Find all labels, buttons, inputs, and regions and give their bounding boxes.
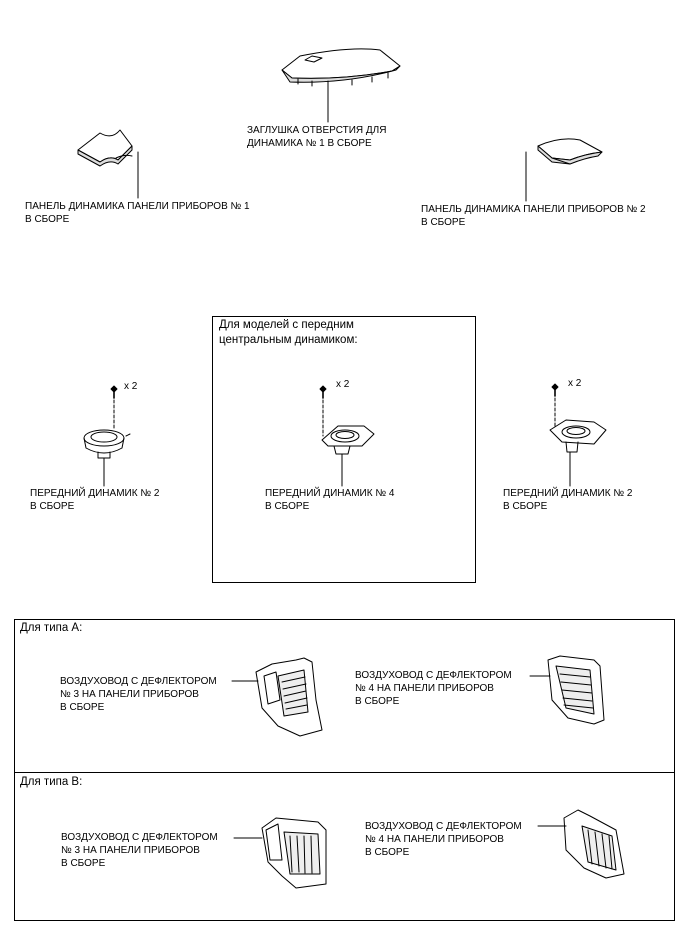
speaker-panel-1-drawing [77,129,133,167]
center-speaker-box-header: Для моделей с передним центральным динам… [219,319,358,346]
type-a-vent-3-drawing [255,657,323,737]
center-speaker-frame [212,316,476,583]
type-a-vent-3-label: ВОЗДУХОВОД С ДЕФЛЕКТОРОМ № 3 НА ПАНЕЛИ П… [60,676,217,713]
type-b-vent-3-label: ВОЗДУХОВОД С ДЕФЛЕКТОРОМ № 3 НА ПАНЕЛИ П… [61,832,218,869]
type-b-vent-4-label: ВОЗДУХОВОД С ДЕФЛЕКТОРОМ № 4 НА ПАНЕЛИ П… [365,821,522,858]
type-b-vent-3-drawing [261,817,327,889]
right-speaker-drawing [549,383,607,453]
speaker-hole-cover-drawing [281,48,401,93]
right-screw-quantity: x 2 [568,378,582,389]
type-a-vent-4-label: ВОЗДУХОВОД С ДЕФЛЕКТОРОМ № 4 НА ПАНЕЛИ П… [355,670,512,707]
right-speaker-label: ПЕРЕДНИЙ ДИНАМИК № 2 В СБОРЕ [503,488,633,512]
type-b-frame [14,772,675,921]
left-screw-quantity: x 2 [124,381,138,392]
left-speaker-drawing [83,385,131,459]
speaker-panel-1-label: ПАНЕЛЬ ДИНАМИКА ПАНЕЛИ ПРИБОРОВ № 1 В СБ… [25,201,250,225]
type-b-header: Для типа B: [20,776,83,788]
type-a-vent-4-drawing [547,655,605,725]
left-speaker-label: ПЕРЕДНИЙ ДИНАМИК № 2 В СБОРЕ [30,488,160,512]
speaker-hole-cover-label: ЗАГЛУШКА ОТВЕРСТИЯ ДЛЯ ДИНАМИКА № 1 В СБ… [247,125,387,149]
type-a-header: Для типа A: [20,622,83,634]
speaker-panel-2-label: ПАНЕЛЬ ДИНАМИКА ПАНЕЛИ ПРИБОРОВ № 2 В СБ… [421,204,646,228]
center-speaker-drawing [319,385,375,455]
speaker-panel-2-drawing [537,138,603,165]
type-b-vent-4-drawing [563,809,625,879]
center-speaker-label: ПЕРЕДНИЙ ДИНАМИК № 4 В СБОРЕ [265,488,395,512]
center-screw-quantity: x 2 [336,379,350,390]
